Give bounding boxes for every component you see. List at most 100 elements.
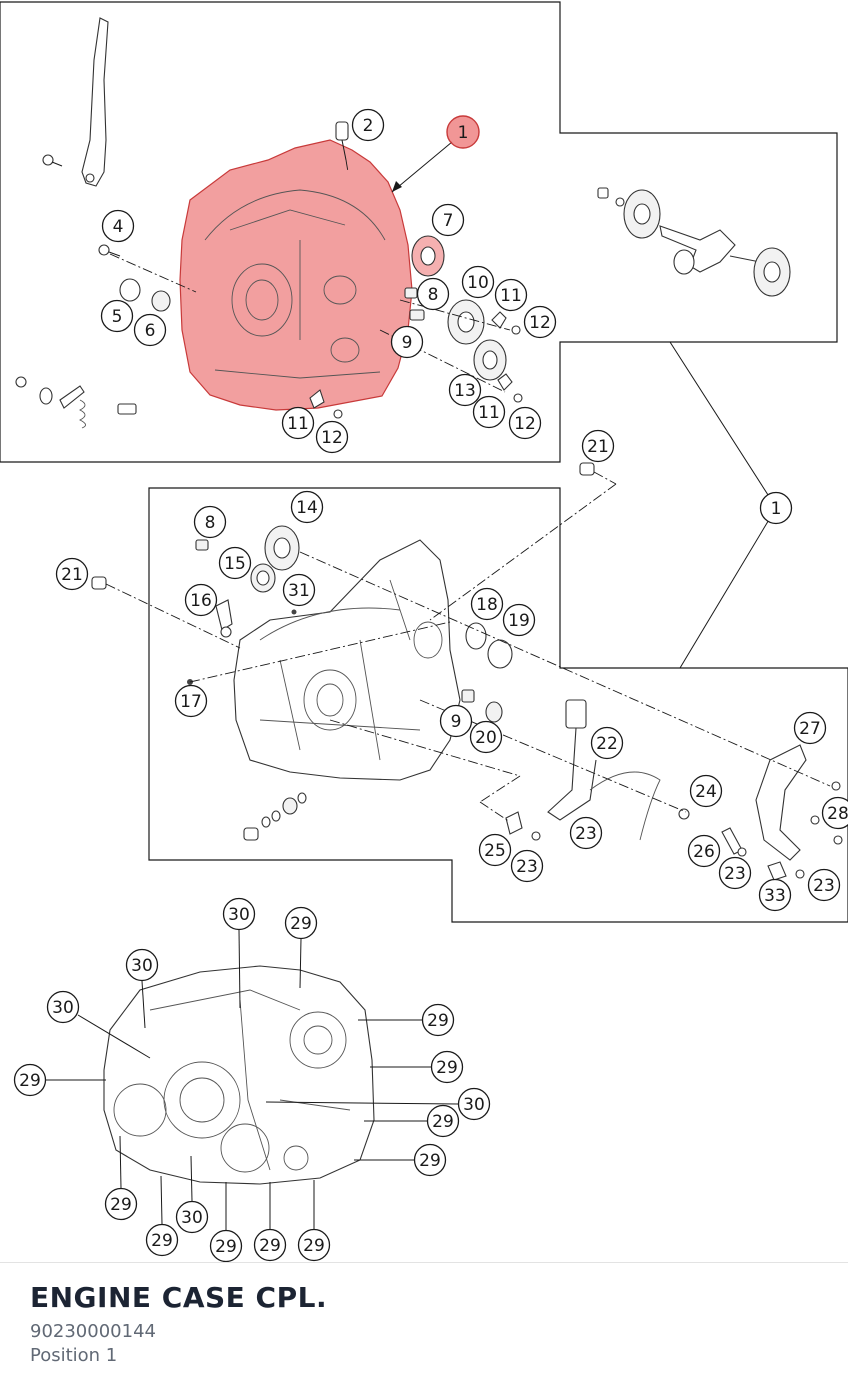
- callout-c11c[interactable]: 11: [281, 406, 315, 440]
- callout-circle[interactable]: [184, 583, 218, 617]
- callout-c4[interactable]: 4: [101, 209, 135, 243]
- callout-circle[interactable]: [510, 849, 544, 883]
- callout-circle[interactable]: [430, 1050, 464, 1084]
- callout-circle[interactable]: [502, 603, 536, 637]
- callout-c18[interactable]: 18: [470, 587, 504, 621]
- callout-c12c[interactable]: 12: [315, 420, 349, 454]
- callout-c25[interactable]: 25: [478, 833, 512, 867]
- callout-c30d[interactable]: 30: [457, 1087, 491, 1121]
- callout-circle[interactable]: [218, 546, 252, 580]
- callout-c23c[interactable]: 23: [718, 856, 752, 890]
- callout-circle[interactable]: [421, 1003, 455, 1037]
- callout-circle[interactable]: [590, 726, 624, 760]
- callout-c10[interactable]: 10: [461, 265, 495, 299]
- callout-circle[interactable]: [439, 704, 473, 738]
- callout-c7[interactable]: 7: [431, 203, 465, 237]
- callout-c26[interactable]: 26: [687, 834, 721, 868]
- callout-c19[interactable]: 19: [502, 603, 536, 637]
- callout-circle[interactable]: [759, 491, 793, 525]
- callout-circle[interactable]: [687, 834, 721, 868]
- callout-c29h[interactable]: 29: [145, 1223, 179, 1257]
- callout-c23d[interactable]: 23: [807, 868, 841, 902]
- callout-circle[interactable]: [457, 1087, 491, 1121]
- callout-c29c[interactable]: 29: [430, 1050, 464, 1084]
- callout-circle[interactable]: [284, 906, 318, 940]
- callout-c22[interactable]: 22: [590, 726, 624, 760]
- callout-c8b[interactable]: 8: [193, 505, 227, 539]
- callout-c2[interactable]: 2: [351, 108, 385, 142]
- callout-c17[interactable]: 17: [174, 684, 208, 718]
- callout-circle[interactable]: [569, 816, 603, 850]
- crankcase-half-right[interactable]: [233, 539, 461, 781]
- callout-circle[interactable]: [821, 796, 848, 830]
- callout-c14[interactable]: 14: [290, 490, 324, 524]
- callout-circle[interactable]: [145, 1223, 179, 1257]
- callout-c11b[interactable]: 11: [472, 395, 506, 429]
- callout-circle[interactable]: [281, 406, 315, 440]
- callout-circle[interactable]: [448, 373, 482, 407]
- callout-c12b[interactable]: 12: [508, 406, 542, 440]
- callout-circle[interactable]: [55, 557, 89, 591]
- callout-c31[interactable]: 31: [282, 573, 316, 607]
- callout-circle[interactable]: [523, 305, 557, 339]
- callout-c29e[interactable]: 29: [426, 1104, 460, 1138]
- callout-c30a[interactable]: 30: [222, 897, 256, 931]
- callout-c30e[interactable]: 30: [175, 1200, 209, 1234]
- callout-c27[interactable]: 27: [793, 711, 827, 745]
- callout-circle[interactable]: [193, 505, 227, 539]
- callout-circle[interactable]: [282, 573, 316, 607]
- callout-circle[interactable]: [101, 209, 135, 243]
- callout-c5[interactable]: 5: [100, 299, 134, 333]
- callout-c29d[interactable]: 29: [13, 1063, 47, 1097]
- callout-circle[interactable]: [13, 1063, 47, 1097]
- callout-c21b[interactable]: 21: [55, 557, 89, 591]
- callout-circle[interactable]: [416, 277, 450, 311]
- callout-circle[interactable]: [478, 833, 512, 867]
- callout-circle[interactable]: [297, 1228, 331, 1262]
- callout-circle[interactable]: [100, 299, 134, 333]
- callout-c6[interactable]: 6: [133, 313, 167, 347]
- callout-circle[interactable]: [758, 878, 792, 912]
- callout-c20[interactable]: 20: [469, 720, 503, 754]
- callout-c13[interactable]: 13: [448, 373, 482, 407]
- callout-c8a[interactable]: 8: [416, 277, 450, 311]
- callout-c11a[interactable]: 11: [494, 278, 528, 312]
- callout-circle[interactable]: [470, 587, 504, 621]
- callout-c9a[interactable]: 9: [390, 325, 424, 359]
- callout-circle[interactable]: [133, 313, 167, 347]
- callout-c29i[interactable]: 29: [209, 1229, 243, 1262]
- callout-circle[interactable]: [413, 1143, 447, 1177]
- callout-c15[interactable]: 15: [218, 546, 252, 580]
- callout-c1-right[interactable]: 1: [759, 491, 793, 525]
- callout-circle[interactable]: [807, 868, 841, 902]
- callout-c29f[interactable]: 29: [413, 1143, 447, 1177]
- callout-circle[interactable]: [209, 1229, 243, 1262]
- callout-circle[interactable]: [104, 1187, 138, 1221]
- callout-c23b[interactable]: 23: [510, 849, 544, 883]
- callout-circle[interactable]: [222, 897, 256, 931]
- callout-c9b[interactable]: 9: [439, 704, 473, 738]
- callout-circle[interactable]: [315, 420, 349, 454]
- callout-circle[interactable]: [431, 203, 465, 237]
- callout-circle[interactable]: [689, 774, 723, 808]
- callout-c12a[interactable]: 12: [523, 305, 557, 339]
- callout-c23a[interactable]: 23: [569, 816, 603, 850]
- callout-circle[interactable]: [426, 1104, 460, 1138]
- callout-circle[interactable]: [174, 684, 208, 718]
- callout-c33[interactable]: 33: [758, 878, 792, 912]
- callout-c29a[interactable]: 29: [284, 906, 318, 940]
- callout-circle[interactable]: [175, 1200, 209, 1234]
- callout-circle[interactable]: [494, 278, 528, 312]
- callout-circle[interactable]: [390, 325, 424, 359]
- callout-c30c[interactable]: 30: [46, 990, 80, 1024]
- callout-circle[interactable]: [581, 429, 615, 463]
- callout-circle[interactable]: [253, 1228, 287, 1262]
- callout-c30b[interactable]: 30: [125, 948, 159, 982]
- callout-c29j[interactable]: 29: [253, 1228, 287, 1262]
- callout-c28[interactable]: 28: [821, 796, 848, 830]
- callout-c29g[interactable]: 29: [104, 1187, 138, 1221]
- callout-circle[interactable]: [351, 108, 385, 142]
- callout-circle[interactable]: [46, 990, 80, 1024]
- callout-c29b[interactable]: 29: [421, 1003, 455, 1037]
- callout-circle[interactable]: [125, 948, 159, 982]
